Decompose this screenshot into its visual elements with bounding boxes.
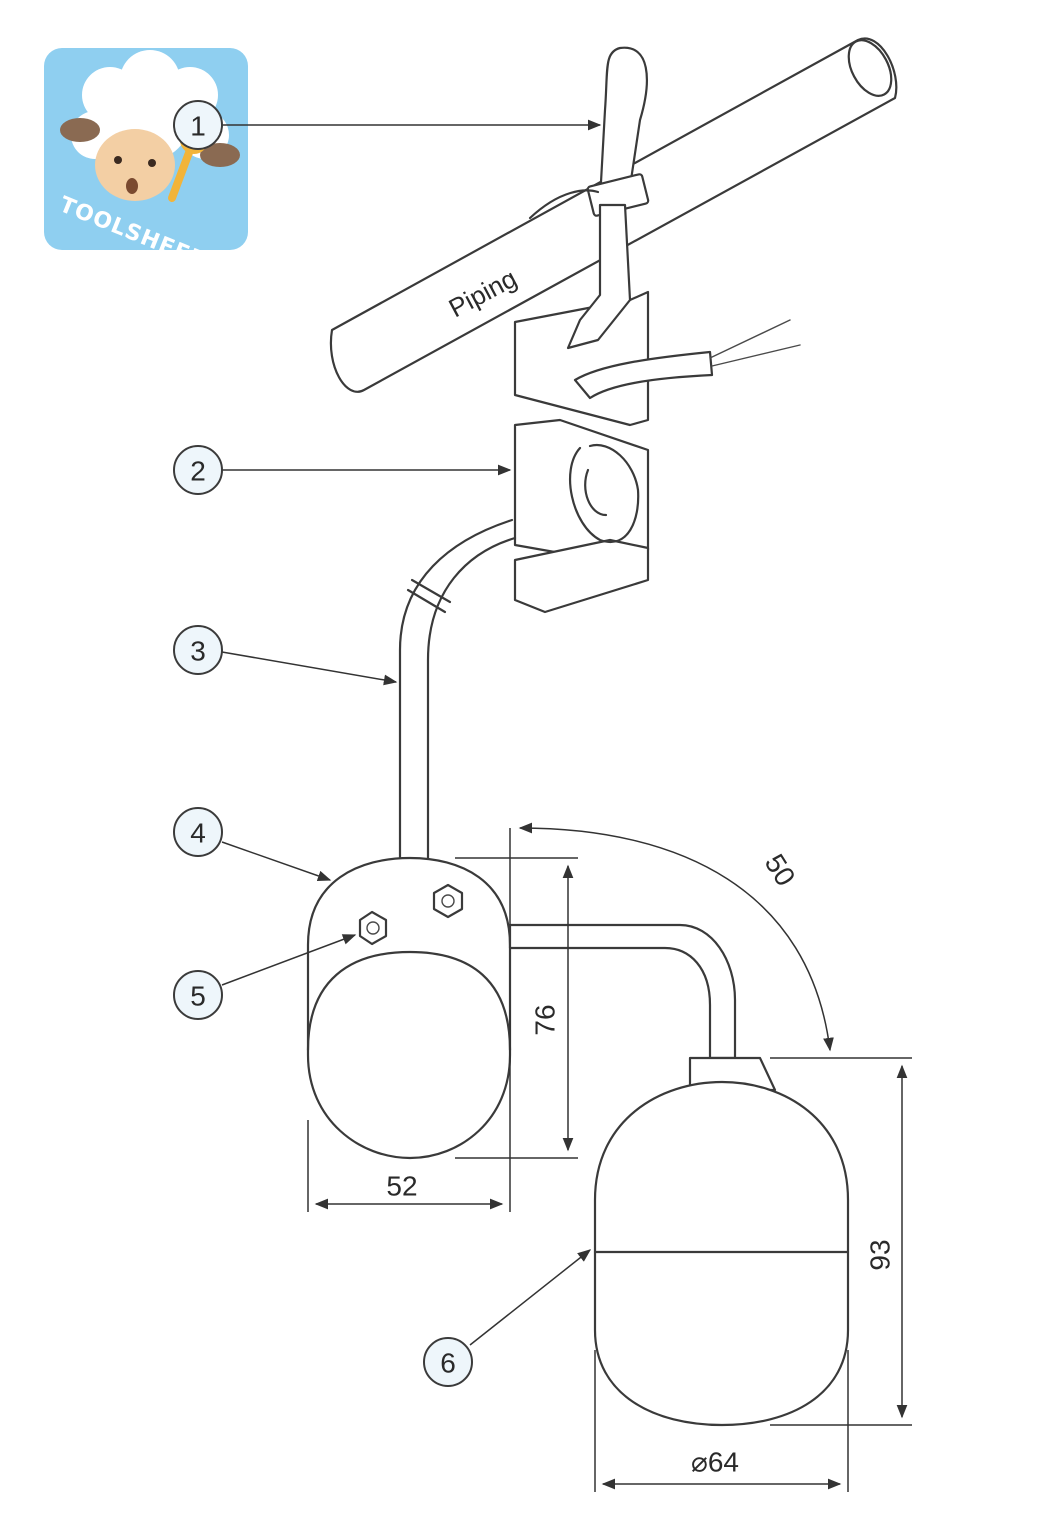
callout-5: 5 [173, 970, 223, 1020]
counter-weight [593, 1056, 850, 1427]
callout-2: 2 [173, 445, 223, 495]
callout-5-number: 5 [190, 981, 206, 1012]
callout-6-number: 6 [440, 1348, 456, 1379]
cable-tie [528, 46, 650, 220]
dimension-lines [307, 822, 912, 1492]
callout-4-number: 4 [190, 818, 206, 849]
dim-switch-width: 52 [386, 1171, 417, 1202]
callout-3: 3 [173, 625, 223, 675]
leader-lines [221, 119, 602, 1346]
dim-angle-offset: 50 [759, 849, 802, 892]
callout-1-number: 1 [190, 111, 206, 142]
callout-1: 1 [173, 100, 223, 150]
callout-2-number: 2 [190, 456, 206, 487]
cable [398, 518, 517, 860]
mounting-bracket [513, 203, 801, 614]
toolsheep-logo: TOOLSHEEP [44, 48, 248, 274]
dim-switch-height: 76 [530, 1004, 561, 1035]
dim-weight-height: 93 [865, 1239, 896, 1270]
callout-4: 4 [173, 807, 223, 857]
dim-weight-diameter: ⌀64 [691, 1447, 739, 1478]
callout-3-number: 3 [190, 636, 206, 667]
callout-6: 6 [423, 1337, 473, 1387]
